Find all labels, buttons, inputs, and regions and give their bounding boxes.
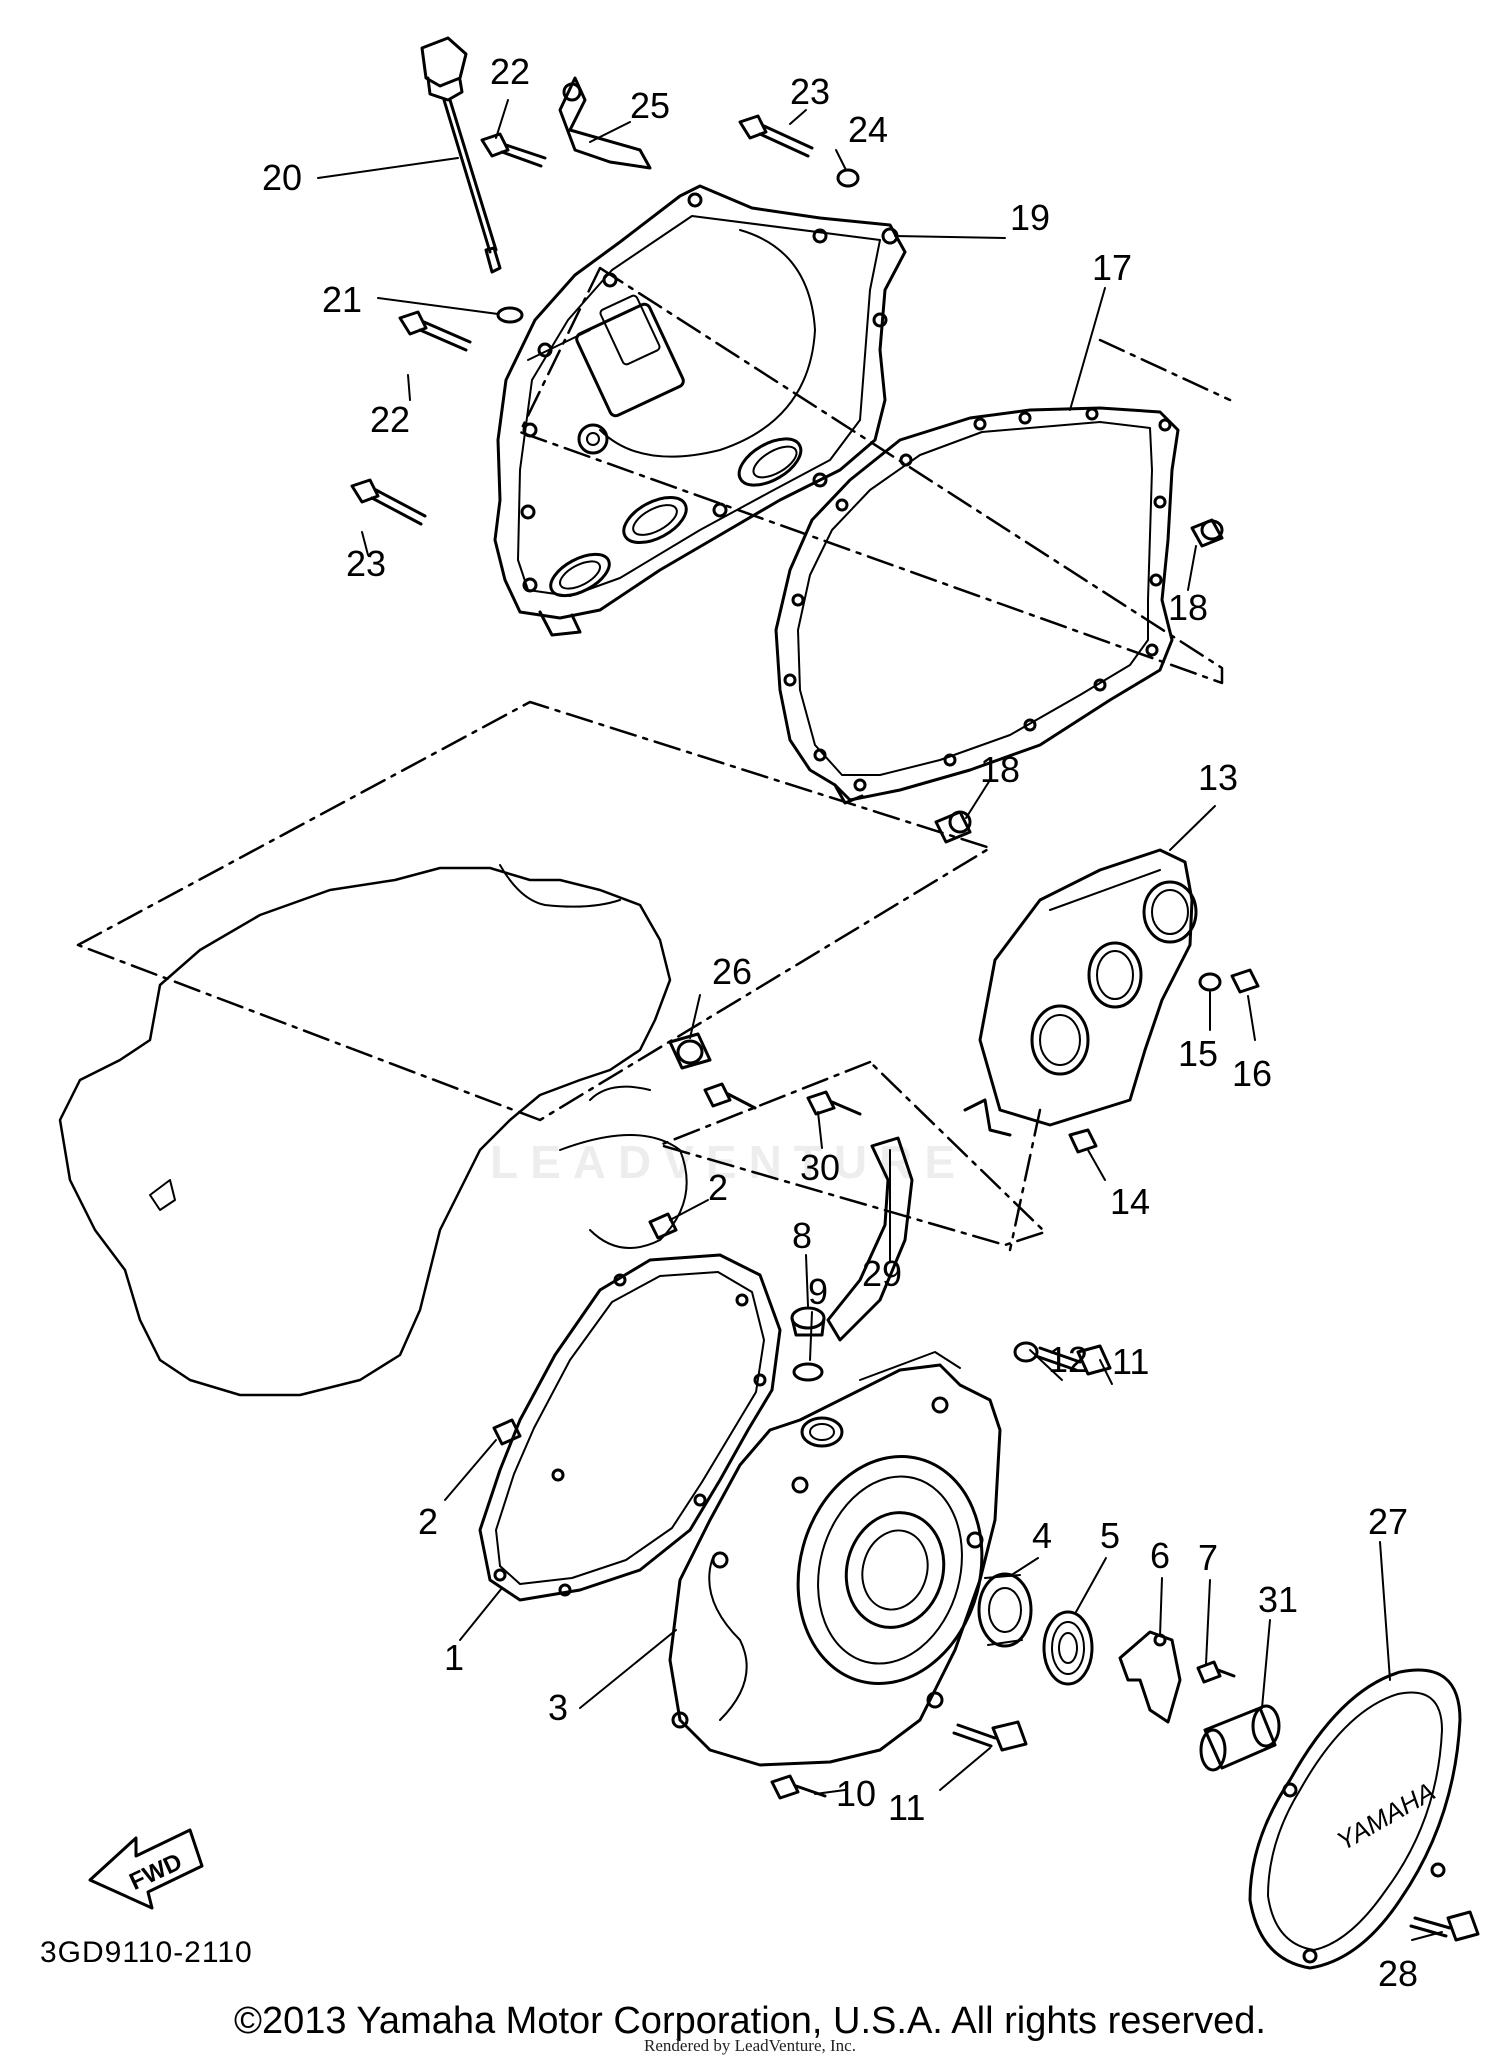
callout-27: 27 xyxy=(1368,1501,1408,1542)
callout-2: 2 xyxy=(708,1167,728,1208)
bolt-16 xyxy=(1230,968,1260,994)
callout-26: 26 xyxy=(712,951,752,992)
callout-18: 18 xyxy=(980,749,1020,790)
callout-19: 19 xyxy=(1010,197,1050,238)
callout-11: 11 xyxy=(888,1787,925,1828)
oil-seal-5 xyxy=(1042,1610,1094,1686)
bolt-14 xyxy=(1068,1128,1098,1154)
washer-24 xyxy=(836,168,860,188)
callout-29: 29 xyxy=(862,1253,902,1294)
callout-2: 2 xyxy=(418,1501,438,1542)
clutch-cover xyxy=(493,184,907,637)
callout-31: 31 xyxy=(1258,1579,1298,1620)
callout-23: 23 xyxy=(346,543,386,584)
watermark: LEADVENTURE xyxy=(490,1136,968,1188)
oil-dipstick xyxy=(420,36,502,274)
callout-30: 30 xyxy=(800,1147,840,1188)
crankcase-cover-gasket xyxy=(478,1253,782,1602)
crankcase-outline xyxy=(58,864,688,1397)
callout-23: 23 xyxy=(790,71,830,112)
oil-filler-cap xyxy=(790,1306,826,1337)
bolt-23-left xyxy=(350,478,427,526)
dowel-pin-18-lower xyxy=(934,810,972,844)
callout-1: 1 xyxy=(444,1637,464,1678)
dowel-pin-2-upper xyxy=(648,1212,678,1240)
callout-16: 16 xyxy=(1232,1053,1272,1094)
bolt-23-upper xyxy=(738,114,814,158)
callout-labels: 20 22 25 23 24 19 17 21 22 23 18 18 13 2… xyxy=(262,51,1418,1994)
callout-7: 7 xyxy=(1198,1537,1218,1578)
chain-guide-29 xyxy=(826,1136,914,1342)
bracket-25 xyxy=(558,76,652,170)
screw-7 xyxy=(1196,1660,1236,1684)
callout-11: 11 xyxy=(1112,1341,1149,1382)
callout-10: 10 xyxy=(836,1773,876,1814)
callout-22: 22 xyxy=(370,399,410,440)
callout-12: 12 xyxy=(1048,1339,1088,1380)
callout-28: 28 xyxy=(1378,1953,1418,1994)
washer-12 xyxy=(1013,1341,1039,1363)
collar-31 xyxy=(1199,1704,1281,1772)
callout-6: 6 xyxy=(1150,1535,1170,1576)
dowel-pin-18-upper xyxy=(1190,518,1224,548)
bolt-28 xyxy=(1409,1910,1480,1942)
callout-5: 5 xyxy=(1100,1515,1120,1556)
callout-17: 17 xyxy=(1092,247,1132,288)
callout-13: 13 xyxy=(1198,757,1238,798)
generator-cover-27 xyxy=(1248,1668,1462,1970)
callout-9: 9 xyxy=(808,1271,828,1312)
forward-arrow-icon xyxy=(88,1828,204,1910)
bolt-10 xyxy=(770,1774,827,1800)
bolt-22-upper xyxy=(480,132,547,168)
crankcase-cover xyxy=(668,1351,1002,1767)
clutch-cover-gasket xyxy=(774,406,1180,805)
o-ring-9 xyxy=(792,1362,824,1382)
sprocket-cover xyxy=(963,848,1198,1137)
callout-24: 24 xyxy=(848,109,888,150)
callout-18: 18 xyxy=(1168,587,1208,628)
reference-planes xyxy=(76,266,1232,1252)
washer-15 xyxy=(1198,972,1222,992)
callout-14: 14 xyxy=(1110,1181,1150,1222)
o-ring-21 xyxy=(496,306,524,324)
callout-25: 25 xyxy=(630,85,670,126)
copyright-notice: ©2013 Yamaha Motor Corporation, U.S.A. A… xyxy=(234,2000,1266,2042)
rendered-by-credit: Rendered by LeadVenture, Inc. xyxy=(644,2036,856,2055)
bolt-30 xyxy=(806,1090,862,1116)
bearing-4 xyxy=(977,1572,1033,1648)
diagram-code: 3GD9110-2110 xyxy=(40,1936,253,1969)
callout-22: 22 xyxy=(490,51,530,92)
bracket-26 xyxy=(668,1032,757,1110)
dowel-pin-2-lower xyxy=(492,1418,522,1446)
callout-15: 15 xyxy=(1178,1033,1218,1074)
callout-3: 3 xyxy=(548,1687,568,1728)
leader-lines xyxy=(317,99,1443,1941)
bolt-22-left xyxy=(398,310,472,352)
bolt-11-upper xyxy=(1034,1344,1112,1376)
brand-mark: YAMAHA xyxy=(1331,1776,1440,1856)
bolt-11-lower xyxy=(952,1720,1028,1752)
callout-21: 21 xyxy=(322,279,362,320)
retainer-plate-6 xyxy=(1118,1630,1182,1724)
callout-4: 4 xyxy=(1032,1515,1052,1556)
callout-8: 8 xyxy=(792,1215,812,1256)
callout-20: 20 xyxy=(262,157,302,198)
